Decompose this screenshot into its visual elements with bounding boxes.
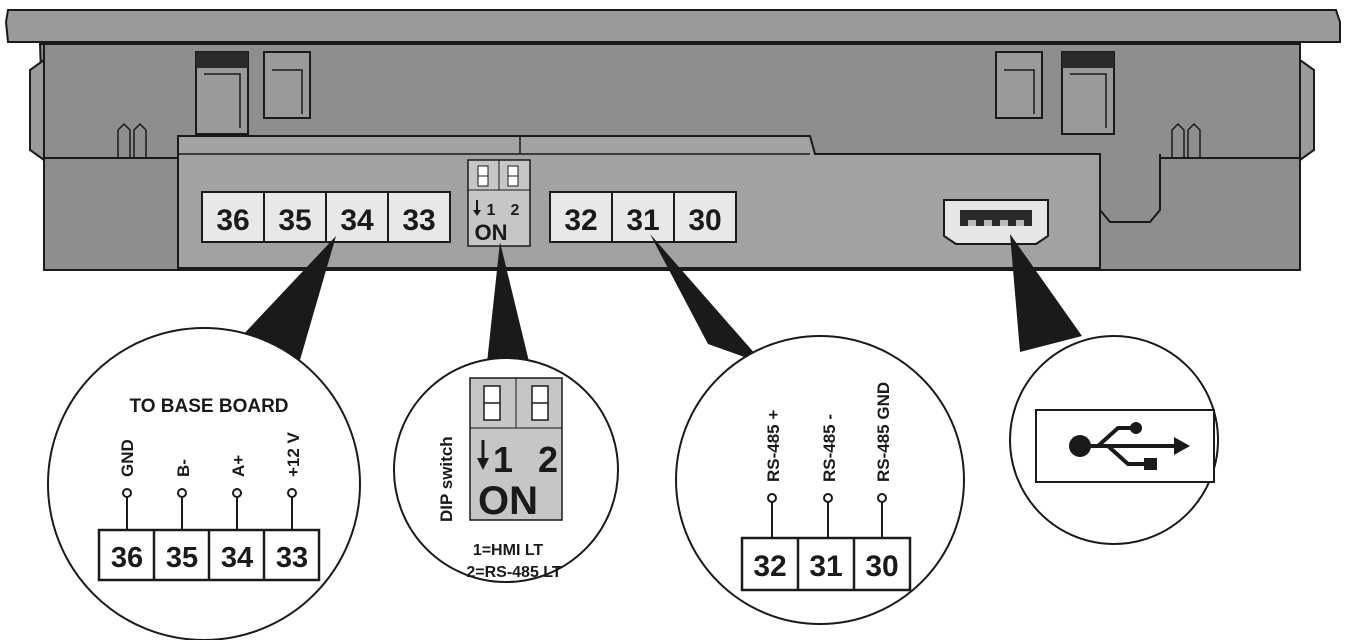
device-terminal-34: 34 [340, 204, 374, 237]
dip-switch-label: DIP switch [437, 436, 456, 522]
dip-note-1: 1=HMI LT [473, 542, 544, 559]
dip-label-2: 2 [538, 439, 558, 480]
device-dip-label-2: 2 [511, 202, 520, 219]
base-terminal-34: 34 [221, 542, 253, 574]
rs485-callout: RS-485 + RS-485 - RS-485 GND 32 31 30 [675, 335, 965, 625]
device-terminal-32: 32 [564, 204, 597, 237]
base-terminal-36: 36 [111, 542, 143, 574]
callout-pointers [240, 234, 1082, 374]
device-terminal-31: 31 [626, 204, 659, 237]
usb-port-icon [943, 199, 1049, 245]
signal-a-plus: A+ [229, 455, 248, 477]
rs485-terminal-31: 31 [809, 550, 842, 583]
dip-label-1: 1 [493, 439, 513, 480]
signal-gnd: GND [118, 439, 137, 477]
signal-12v: +12 V [284, 431, 303, 477]
device-dip-label-1: 1 [487, 202, 496, 219]
device-dip-on: ON [475, 220, 508, 245]
dip-on-label: ON [478, 479, 538, 523]
device-terminal-block-left: 36 35 34 33 [201, 191, 451, 243]
signal-rs485-plus: RS-485 + [764, 410, 783, 482]
signal-rs485-minus: RS-485 - [820, 414, 839, 482]
base-board-callout: TO BASE BOARD GND B- A+ +12 V 36 35 34 3… [47, 327, 361, 640]
usb-symbol-icon [1069, 422, 1190, 470]
device-terminal-block-right: 32 31 30 [549, 191, 737, 243]
device-terminal-36: 36 [216, 204, 249, 237]
dip-note-2: 2=RS-485 LT [466, 564, 562, 581]
signal-b-minus: B- [174, 459, 193, 477]
dip-switch-callout: DIP switch 1 2 ON 1=HMI LT 2=RS-485 LT [393, 357, 619, 583]
device-terminal-33: 33 [402, 204, 435, 237]
base-terminal-33: 33 [276, 542, 308, 574]
base-terminal-35: 35 [166, 542, 198, 574]
rs485-terminal-32: 32 [753, 550, 786, 583]
device-terminal-35: 35 [278, 204, 311, 237]
usb-callout [1009, 335, 1219, 545]
rs485-terminal-30: 30 [865, 550, 898, 583]
base-board-title: TO BASE BOARD [129, 396, 288, 417]
signal-rs485-gnd: RS-485 GND [874, 382, 893, 482]
device-dip-switch: 1 2 ON [467, 159, 531, 247]
device-terminal-30: 30 [688, 204, 721, 237]
